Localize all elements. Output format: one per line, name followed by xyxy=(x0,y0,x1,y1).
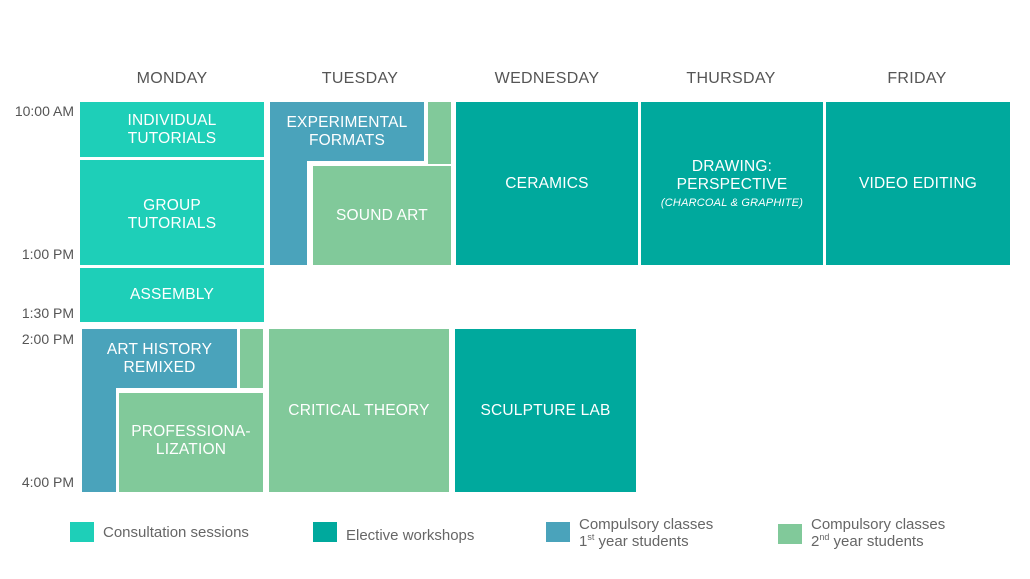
legend-swatch-elective xyxy=(313,522,337,542)
group-tutorials-line2: TUTORIALS xyxy=(127,215,217,232)
professionalization-line2: LIZATION xyxy=(155,441,227,458)
professionalization-block-main xyxy=(119,393,263,492)
individual-tutorials-label: INDIVIDUAL TUTORIALS xyxy=(80,102,264,157)
experimental-formats-line2: FORMATS xyxy=(308,131,386,149)
individual-tutorials-line2: TUTORIALS xyxy=(127,129,217,147)
time-label-130pm: 1:30 PM xyxy=(21,305,74,321)
art-history-block-top xyxy=(82,329,237,388)
group-tutorials-block xyxy=(80,160,264,265)
sculpture-lab-block xyxy=(455,329,636,492)
assembly-label: ASSEMBLY xyxy=(129,286,214,303)
legend-compulsory-1st-line1: Compulsory classes xyxy=(579,516,714,533)
day-header-monday: MONDAY xyxy=(136,70,208,87)
day-header-wednesday: WEDNESDAY xyxy=(494,70,600,87)
ceramics-label: CERAMICS xyxy=(505,174,589,192)
individual-tutorials-block xyxy=(80,102,264,157)
drawing-line2: PERSPECTIVE xyxy=(676,175,788,193)
time-label-1000am: 10:00 AM xyxy=(14,103,74,119)
professionalization-block-top xyxy=(240,329,263,388)
legend-compulsory-2nd-line2: 2nd year students xyxy=(811,532,924,551)
experimental-formats-block-stem xyxy=(270,161,307,265)
sound-art-label: SOUND ART xyxy=(336,206,428,224)
art-history-line2: REMIXED xyxy=(123,358,196,376)
group-tutorials-label: GROUP TUTORIALS xyxy=(80,160,264,270)
time-label-200pm: 2:00 PM xyxy=(21,331,74,347)
critical-theory-block xyxy=(269,329,449,492)
legend-label-consultation: Consultation sessions xyxy=(103,524,249,541)
sound-art-block-top xyxy=(428,102,451,164)
drawing-block xyxy=(641,102,823,265)
drawing-label: DRAWING: PERSPECTIVE (CHARCOAL & GRAPHIT… xyxy=(641,102,823,265)
legend-label-compulsory-1st: Compulsory classes 1st year students xyxy=(579,516,713,550)
experimental-formats-label: EXPERIMENTAL FORMATS xyxy=(270,102,424,161)
legend-label-compulsory-2nd: Compulsory classes 2nd year students xyxy=(811,516,945,550)
professionalization-label: PROFESSIONA- LIZATION xyxy=(119,406,263,476)
day-header-thursday: THURSDAY xyxy=(686,70,776,87)
legend-swatch-compulsory-2nd xyxy=(778,524,802,544)
art-history-label: ART HISTORY REMIXED xyxy=(82,329,237,388)
art-history-line1: ART HISTORY xyxy=(106,340,213,358)
critical-theory-label: CRITICAL THEORY xyxy=(288,401,430,419)
ceramics-block xyxy=(456,102,638,265)
professionalization-line1: PROFESSIONA- xyxy=(131,423,251,440)
group-tutorials-line1: GROUP xyxy=(143,197,201,214)
video-editing-label: VIDEO EDITING xyxy=(858,174,977,192)
legend-swatch-consultation xyxy=(70,522,94,542)
video-editing-block xyxy=(826,102,1010,265)
drawing-subtitle: (CHARCOAL & GRAPHITE) xyxy=(660,196,804,209)
individual-tutorials-line1: INDIVIDUAL xyxy=(127,111,217,129)
day-header-friday: FRIDAY xyxy=(887,70,947,87)
sculpture-lab-label: SCULPTURE LAB xyxy=(480,401,611,419)
art-history-block-stem xyxy=(82,388,116,492)
day-header-tuesday: TUESDAY xyxy=(321,70,399,87)
legend-swatch-compulsory-1st xyxy=(546,522,570,542)
legend-label-elective: Elective workshops xyxy=(346,527,475,544)
drawing-line1: DRAWING: xyxy=(691,157,773,175)
time-label-400pm: 4:00 PM xyxy=(21,474,74,490)
time-label-100pm: 1:00 PM xyxy=(21,246,74,262)
legend-compulsory-2nd-line1: Compulsory classes xyxy=(811,516,946,533)
experimental-formats-block-top xyxy=(270,102,424,161)
legend-compulsory-1st-line2: 1st year students xyxy=(579,532,689,551)
sound-art-block-main xyxy=(313,166,451,265)
assembly-block xyxy=(80,268,264,322)
experimental-formats-line1: EXPERIMENTAL xyxy=(286,113,408,131)
